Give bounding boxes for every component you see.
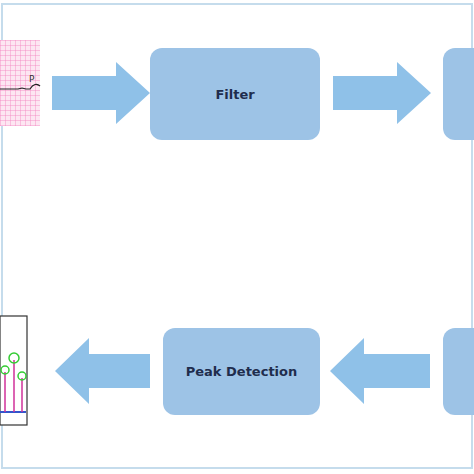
flow-arrow	[330, 338, 430, 404]
outer-frame	[2, 4, 472, 468]
peak-marker	[1, 366, 9, 374]
process-box	[443, 48, 474, 140]
box-label: Peak Detection	[186, 364, 298, 379]
peak-marker	[9, 353, 19, 363]
peak-plot-illustration	[0, 316, 27, 425]
flow-arrow	[333, 62, 431, 124]
peak-bar	[13, 360, 15, 412]
flow-arrow	[55, 338, 150, 404]
flow-arrow	[52, 62, 150, 124]
plot-frame	[0, 316, 27, 425]
ecg-illustration	[0, 40, 40, 126]
peak-bar	[4, 372, 6, 412]
process-box: Peak Detection	[163, 328, 320, 415]
process-box	[443, 328, 474, 415]
peak-marker	[18, 372, 26, 380]
peak-bar	[21, 378, 23, 412]
box-content: Peak Detection	[186, 364, 298, 379]
ecg-paper	[0, 40, 40, 126]
ecg-grid	[0, 40, 40, 126]
process-box: Filter	[150, 48, 320, 140]
box-label: Filter	[215, 87, 254, 102]
wave-label: P	[29, 74, 34, 84]
box-content: Filter	[215, 87, 254, 102]
ecg-trace	[0, 84, 40, 89]
